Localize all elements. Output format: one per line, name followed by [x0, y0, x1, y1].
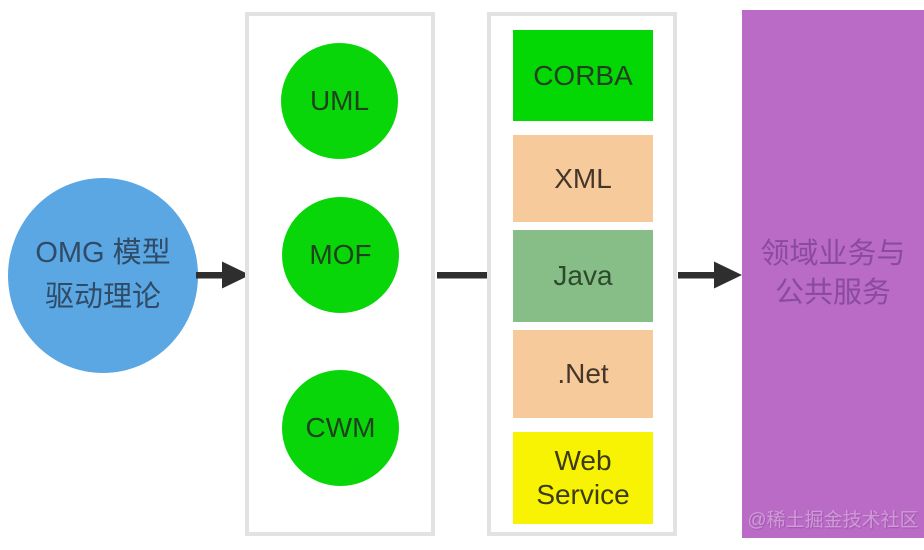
target-node-domain-services: 领域业务与 公共服务 [742, 10, 924, 538]
flow-arrow-right-icon [678, 261, 742, 289]
standard-node-uml: UML [281, 43, 398, 159]
juejin-watermark: @稀土掘金技术社区 [747, 510, 919, 531]
platform-node-dotnet: .Net [513, 330, 653, 418]
platform-node-java: Java [513, 230, 653, 322]
platform-node-web-service: Web Service [513, 432, 653, 524]
standard-node-cwm: CWM [282, 370, 399, 486]
flow-arrow-right-icon [196, 261, 250, 289]
standard-node-mof: MOF [282, 197, 399, 313]
platform-node-corba: CORBA [513, 30, 653, 121]
platform-node-xml: XML [513, 135, 653, 222]
source-node-omg-model: OMG 模型 驱动理论 [8, 178, 198, 373]
